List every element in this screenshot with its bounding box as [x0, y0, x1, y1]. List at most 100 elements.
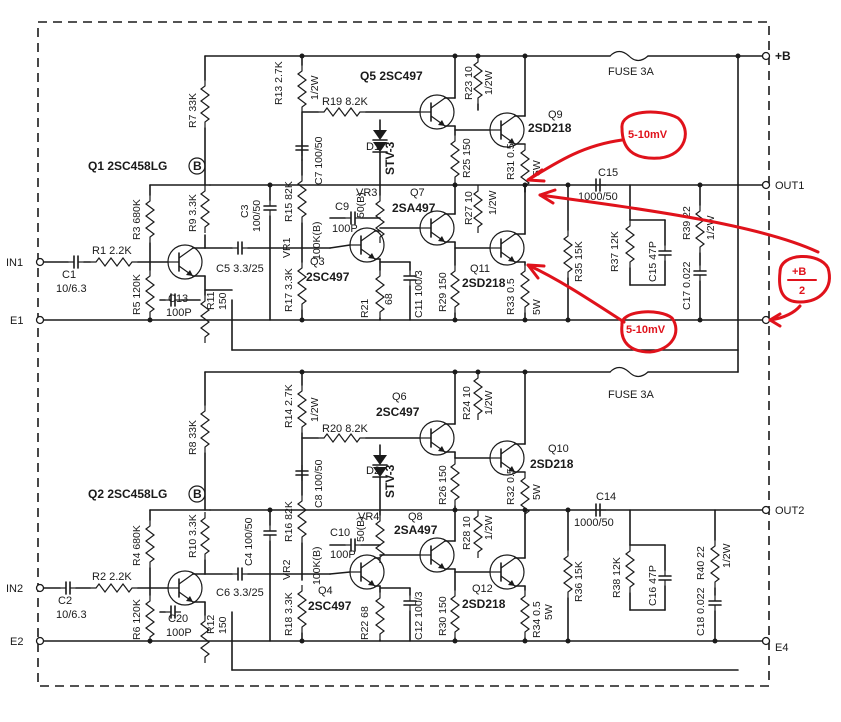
r38-label: R38 12K — [611, 557, 623, 598]
annotation-b-half-den: 2 — [799, 285, 805, 297]
q1-label: Q1 2SC458LG — [88, 159, 167, 173]
r20-label: R20 8.2K — [322, 423, 369, 435]
r36-label: R36 15K — [573, 561, 585, 602]
r34-wattage: 5W — [543, 604, 555, 620]
r5-label: R5 120K — [131, 274, 143, 315]
r14-wattage: 1/2W — [309, 397, 321, 422]
r1-label: R1 2.2K — [92, 245, 132, 257]
c6-label: C6 3.3/25 — [216, 587, 264, 599]
r28-label: R28 10 — [461, 516, 473, 550]
vr2-label: VR2 — [281, 559, 293, 580]
d1-label: D1 — [366, 141, 380, 153]
c1-label: C1 — [62, 269, 76, 281]
r10-label: R10 3.3K — [187, 514, 199, 558]
c8-label: C8 100/50 — [313, 459, 325, 508]
q11-label: Q11 — [470, 263, 490, 275]
channel-1-labels: Q1 2SC458LG B Q5 2SC497 Q9 2SD218 Q7 2SA… — [56, 61, 717, 319]
r40-label: R40 22 — [695, 546, 707, 580]
annotation-b-half-num: +B — [792, 266, 806, 278]
c11-label: C11 100/3 — [413, 270, 425, 318]
r15-label: R15 82K — [283, 181, 295, 222]
r13-label: R13 2.7K — [273, 61, 285, 105]
q11-part: 2SD218 — [462, 276, 506, 290]
out2-label: OUT2 — [775, 505, 804, 517]
in2-label: IN2 — [6, 583, 23, 595]
q3-label: Q3 — [310, 256, 325, 268]
q6-label: Q6 — [392, 391, 407, 403]
r29-label: R29 150 — [437, 272, 449, 312]
r22-label: R22 68 — [359, 606, 371, 640]
q9-label: Q9 — [548, 109, 563, 121]
c20-label: C20 — [168, 613, 188, 625]
c15a-label: C15 — [598, 167, 618, 179]
q10-part: 2SD218 — [530, 457, 574, 471]
q8-part: 2SA497 — [394, 523, 438, 537]
r13-wattage: 1/2W — [309, 75, 321, 100]
channel-1-wiring — [39, 50, 767, 373]
r37-label: R37 12K — [609, 231, 621, 272]
r19-label: R19 8.2K — [322, 96, 369, 108]
c4-label: C4 100/50 — [243, 517, 255, 566]
annotation-bottom-mv: 5-10mV — [626, 324, 666, 336]
channel-2-labels: Q2 2SC458LG B Q6 2SC497 Q10 2SD218 Q8 2S… — [56, 384, 733, 640]
c15-label: C15 47P — [647, 241, 659, 282]
q7-label: Q7 — [410, 187, 425, 199]
r33-label: R33 0.5 — [505, 278, 517, 315]
q6-part: 2SC497 — [376, 405, 420, 419]
vr3-value: 50(B) — [355, 192, 367, 218]
r25-label: R25 150 — [461, 138, 473, 178]
channel-2-wiring — [39, 366, 767, 671]
r23-label: R23 10 — [463, 66, 475, 100]
r23-wattage: 1/2W — [483, 70, 495, 95]
e1-label: E1 — [10, 315, 23, 327]
q2-grade: B — [193, 487, 202, 501]
c17-label: C17 0.022 — [681, 261, 693, 310]
e4-label: E4 — [775, 642, 788, 654]
r24-wattage: 1/2W — [483, 390, 495, 415]
r9-label: R9 3.3K — [187, 194, 199, 232]
r32-wattage: 5W — [531, 484, 543, 500]
c15a-value: 1000/50 — [578, 191, 618, 203]
red-annotations: 5-10mV 5-10mV +B 2 — [526, 110, 831, 354]
q10-label: Q10 — [548, 443, 569, 455]
q2-label: Q2 2SC458LG — [88, 487, 167, 501]
c10-label: C10 — [330, 527, 350, 539]
q4-part: 2SC497 — [308, 599, 352, 613]
r4-label: R4 680K — [131, 525, 143, 566]
r12-label: R12 — [205, 615, 217, 634]
c9-label: C9 — [335, 201, 349, 213]
c3-label: C3 — [239, 204, 251, 218]
r8-label: R8 33K — [187, 420, 199, 455]
q12-part: 2SD218 — [462, 597, 506, 611]
c13-label: C13 — [168, 293, 188, 305]
q8-label: Q8 — [408, 511, 423, 523]
r40-wattage: 1/2W — [721, 543, 733, 568]
r32-label: R32 0.5 — [505, 468, 517, 505]
r39-label: R39 22 — [681, 206, 693, 240]
r6-label: R6 120K — [131, 599, 143, 640]
r28-wattage: 1/2W — [483, 515, 495, 540]
c7-label: C7 100/50 — [313, 136, 325, 185]
vr1-label: VR1 — [281, 237, 293, 258]
d2-label: D2 — [366, 465, 380, 477]
fuse-2-label: FUSE 3A — [608, 389, 655, 401]
vr2-value: 100K(B) — [311, 546, 323, 585]
c2-label: C2 — [58, 595, 72, 607]
r12-value: 150 — [217, 616, 229, 634]
r34-label: R34 0.5 — [531, 601, 543, 638]
r14-label: R14 2.7K — [283, 384, 295, 428]
module-boundary — [37, 21, 770, 687]
c12-label: C12 100/3 — [413, 591, 425, 640]
plus-b-label: +B — [775, 49, 791, 63]
r21-label: R21 — [359, 299, 371, 318]
r27-label: R27 10 — [463, 191, 475, 225]
r26-label: R26 150 — [437, 465, 449, 505]
q9-part: 2SD218 — [528, 121, 572, 135]
q4-label: Q4 — [318, 585, 333, 597]
c14-label: C14 — [596, 491, 616, 503]
c13-value: 100P — [166, 307, 192, 319]
d2-part: STV-3 — [383, 464, 397, 498]
e2-label: E2 — [10, 636, 23, 648]
r11-value: 150 — [217, 292, 229, 310]
terminal-labels: +B OUT1 OUT2 IN1 IN2 E1 E2 E4 FUSE 3A FU… — [6, 49, 804, 654]
